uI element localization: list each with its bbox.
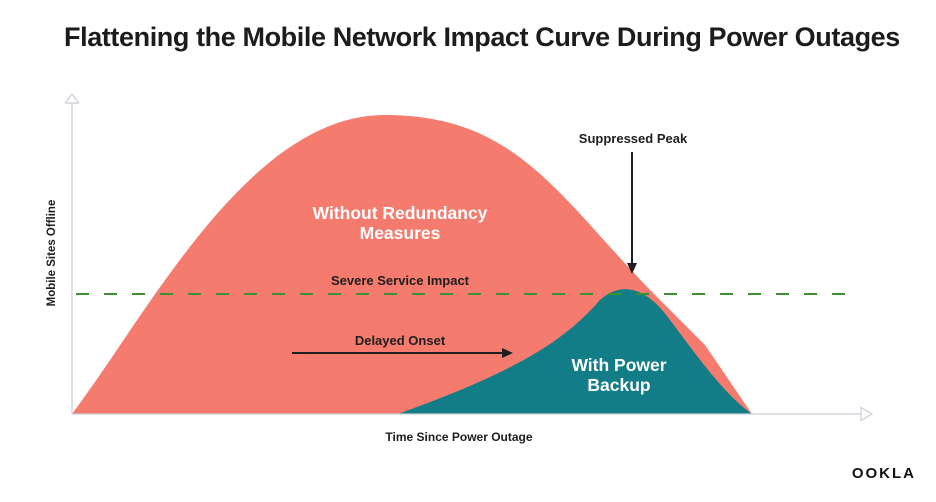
delayed-onset-label: Delayed Onset: [355, 333, 446, 348]
axes: [64, 92, 874, 422]
x-axis-label: Time Since Power Outage: [385, 430, 532, 444]
severe-service-impact-label: Severe Service Impact: [331, 273, 470, 288]
delayed-onset-arrow-icon: [292, 348, 513, 358]
y-axis-arrow-icon: [64, 92, 80, 104]
with-power-backup-label-line1: With Power: [571, 355, 666, 375]
page-title: Flattening the Mobile Network Impact Cur…: [64, 22, 900, 52]
with-power-backup-curve: [398, 289, 752, 414]
with-power-backup-label-line2: Backup: [587, 375, 650, 395]
suppressed-peak-label: Suppressed Peak: [579, 131, 688, 146]
suppressed-peak-arrow-icon: [627, 152, 637, 274]
without-redundancy-label-line2: Measures: [360, 223, 441, 243]
ookla-logo: OOKLA: [851, 465, 916, 482]
y-axis-label: Mobile Sites Offline: [46, 200, 58, 307]
x-axis-arrow-icon: [860, 406, 874, 422]
without-redundancy-label-line1: Without Redundancy: [313, 203, 488, 223]
